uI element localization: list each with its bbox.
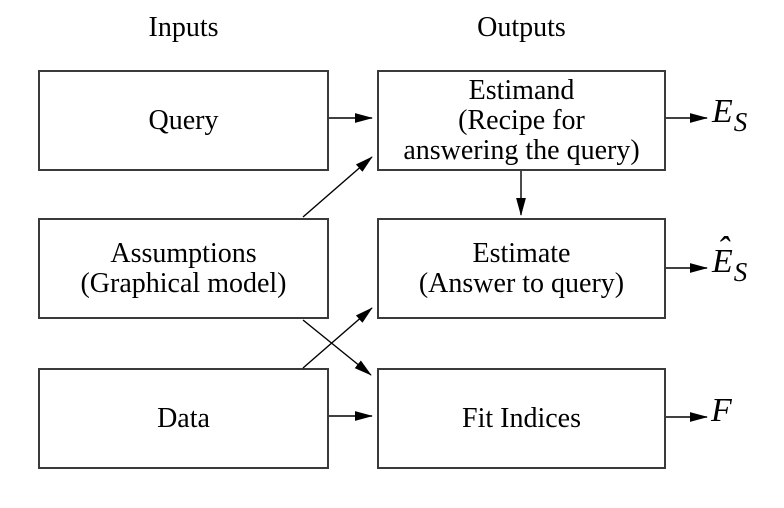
- es-base: E: [712, 93, 733, 130]
- data-box: Data: [38, 368, 329, 469]
- estimand-box-title: Estimand: [468, 74, 575, 106]
- estimate-box-subtitle: (Answer to query): [418, 267, 625, 299]
- fit-indices-box: Fit Indices: [377, 368, 666, 469]
- output-label-fit-f: F: [711, 394, 732, 428]
- output-label-estimand-es: ES: [712, 93, 747, 136]
- estimand-box-subtitle-1: (Recipe for: [458, 104, 585, 136]
- f-base: F: [711, 392, 732, 429]
- estimate-box: Estimate (Answer to query): [377, 218, 666, 319]
- assumptions-box: Assumptions (Graphical model): [38, 218, 329, 319]
- query-box: Query: [38, 70, 329, 171]
- assumptions-box-title: Assumptions: [110, 237, 257, 269]
- query-box-label: Query: [148, 104, 219, 136]
- arrow-assumptions-to-fit-indices: [302, 319, 372, 376]
- es-subscript: S: [733, 107, 748, 137]
- estimand-box-subtitle-2: answering the query): [403, 134, 640, 166]
- assumptions-box-subtitle: (Graphical model): [80, 267, 287, 299]
- es-hat-circumflex: ˆ: [717, 229, 729, 269]
- fit-indices-box-label: Fit Indices: [462, 402, 581, 434]
- estimand-box: Estimand (Recipe for answering the query…: [377, 70, 666, 171]
- es-hat-subscript: S: [733, 257, 748, 287]
- inputs-column-header: Inputs: [148, 12, 219, 43]
- outputs-column-header: Outputs: [477, 12, 566, 43]
- data-box-label: Data: [157, 402, 210, 434]
- es-hat-base: E: [712, 243, 733, 280]
- estimate-box-title: Estimate: [472, 237, 571, 269]
